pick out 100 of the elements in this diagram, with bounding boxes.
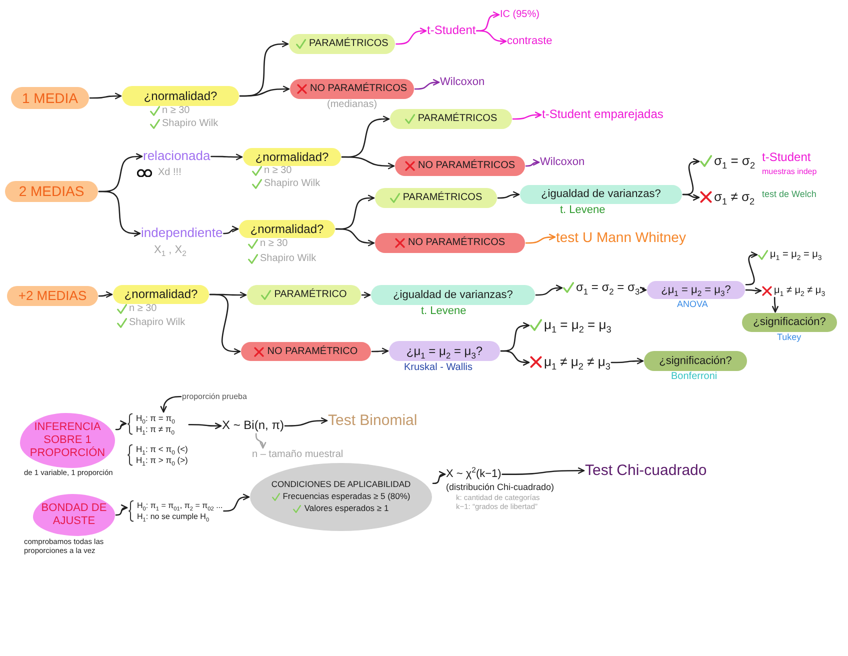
hypothesis-text: H$_{1}$: no se cumple H$_{0}$ [137, 511, 210, 522]
test-label: t-Student emparejadas [542, 108, 664, 122]
arrow [525, 234, 556, 244]
note-text: IC (95%) [500, 9, 540, 20]
formula-text: X ~ χ$^{2}$(k−1) [446, 468, 502, 481]
pill-text: PARAMÉTRICOS [309, 38, 388, 50]
note-text: muestras indep [762, 167, 817, 176]
condition-text: n ≥ 30 [162, 105, 190, 116]
arrow [209, 294, 241, 355]
arrow [284, 417, 328, 427]
test-label: Wilcoxon [540, 156, 585, 169]
topic-blob: INFERENCIA SOBRE 1 PROPORCIÓN [20, 413, 115, 468]
pill-text: PARAMÉTRICOS [418, 113, 498, 125]
test-label: t. Levene [421, 305, 466, 318]
question-pill: ¿normalidad? [239, 220, 335, 238]
test-label: t-Student [427, 24, 476, 38]
arrow [98, 190, 141, 237]
hypothesis-text: H$_{1}$: π > π$_{0}$ (>) [136, 455, 188, 466]
question-pill: ¿significación? [742, 313, 837, 332]
test-label: Test Binomial [328, 412, 418, 430]
pill-text: PARAMÉTRICOS [402, 192, 482, 204]
pill-text: NO PARAMÉTRICOS [310, 83, 408, 95]
variable-text: X$_{1}$ , X$_{2}$ [154, 244, 186, 257]
pill-text: PARAMÉTRICO [274, 289, 347, 301]
hypothesis-pill: ¿μ$_{1}$ = μ$_{2}$ = μ$_{3}$? [389, 341, 500, 361]
arrow [239, 86, 290, 97]
arrow [512, 112, 542, 120]
note-text: (distribución Chi-cuadrado) [446, 482, 554, 492]
topic-pill: +2 MEDIAS [7, 286, 98, 306]
hypothesis-text: H$_{0}$: π = π$_{0}$ [136, 413, 176, 424]
arrow [160, 396, 182, 413]
arrow [188, 422, 222, 430]
arrow [640, 286, 647, 294]
arrow [432, 471, 446, 484]
question-pill: ¿normalidad? [243, 148, 341, 166]
condition-text: Shapiro Wilk [260, 253, 316, 264]
question-pill: ¿igualdad de varianzas? [520, 185, 682, 204]
topic-blob: BONDAD DE AJUSTE [33, 494, 115, 536]
question-pill: ¿normalidad? [113, 285, 209, 304]
note-text: Xd !!! [158, 167, 182, 178]
arrow [772, 296, 778, 313]
test-label: t-Student [762, 151, 811, 165]
hypothesis-text: H$_{1}$: π < π$_{0}$ (<) [136, 444, 188, 455]
nonparametric-pill [290, 79, 414, 99]
test-label: ANOVA [677, 299, 708, 310]
condition-text: n ≥ 30 [264, 165, 292, 176]
nonparametric-pill [375, 233, 525, 253]
arrow [745, 252, 758, 286]
branch-label: relacionada [143, 149, 210, 164]
parametric-pill [289, 34, 396, 54]
pill-text: NO PARAMÉTRICOS [408, 237, 506, 249]
test-label: test de Welch [762, 189, 816, 200]
arrow [210, 154, 243, 160]
test-label: Tukey [777, 332, 802, 342]
note-text: (medianas) [327, 99, 378, 110]
arrow [341, 156, 395, 170]
formula-text: σ$_{1}$ = σ$_{2}$ [714, 154, 755, 169]
hypothesis-pill: ¿μ$_{1}$ = μ$_{2}$ = μ$_{3}$? [647, 281, 745, 299]
arrow [335, 228, 375, 246]
test-label: Test Chi-cuadrado [585, 462, 707, 480]
formula-text: σ$_{1}$ = σ$_{2}$ = σ$_{3}$ [576, 281, 640, 295]
question-pill: ¿normalidad? [122, 86, 239, 106]
test-label: Bonferroni [671, 371, 718, 382]
formula-text: μ$_{1}$ ≠ μ$_{2}$ ≠ μ$_{3}$ [544, 355, 610, 370]
branch-label: independiente [141, 226, 223, 241]
formula-text: μ$_{1}$ = μ$_{2}$ = μ$_{3}$ [770, 249, 822, 260]
condition-text: n ≥ 30 [260, 238, 288, 250]
formula-text: X ~ Bi(n, π) [222, 419, 284, 433]
arrow [745, 288, 762, 294]
test-label: t. Levene [560, 204, 606, 217]
parametric-pill [247, 285, 361, 305]
test-label: Wilcoxon [440, 76, 485, 89]
note-text: proporción prueba [182, 392, 247, 402]
arrow [223, 226, 239, 234]
formula-text: μ$_{1}$ = μ$_{2}$ = μ$_{3}$ [544, 318, 612, 333]
arrow [223, 494, 250, 512]
arrow [414, 79, 440, 90]
topic-pill: 1 MEDIA [11, 87, 89, 109]
arrow [535, 284, 563, 296]
arrow [476, 12, 500, 32]
arrow [361, 292, 371, 298]
note-text: contraste [507, 35, 552, 48]
arrow [371, 348, 389, 354]
arrow [89, 92, 122, 100]
arrow [115, 420, 127, 430]
arrow [115, 504, 128, 516]
arrow [497, 191, 520, 199]
question-pill: ¿igualdad de varianzas? [371, 285, 535, 305]
question-pill: ¿significación? [644, 351, 747, 371]
arrow [476, 30, 507, 45]
arrow [500, 350, 530, 366]
formula-text: μ$_{1}$ ≠ μ$_{2}$ ≠ μ$_{3}$ [774, 285, 826, 296]
parametric-pill [390, 109, 512, 129]
condition-text: Shapiro Wilk [162, 118, 218, 130]
test-label: Kruskal - Wallis [404, 362, 473, 374]
condition-text: Frecuencias esperadas ≥ 5 (80%) [282, 492, 410, 502]
pill-text: NO PARAMÉTRICO [267, 346, 358, 358]
hypothesis-text: H$_{0}$: π$_{1}$ = π$_{01}$, π$_{2}$ = π$_{02}$ ... [137, 500, 223, 511]
condition-text: Shapiro Wilk [264, 178, 320, 190]
arrow [502, 467, 585, 475]
